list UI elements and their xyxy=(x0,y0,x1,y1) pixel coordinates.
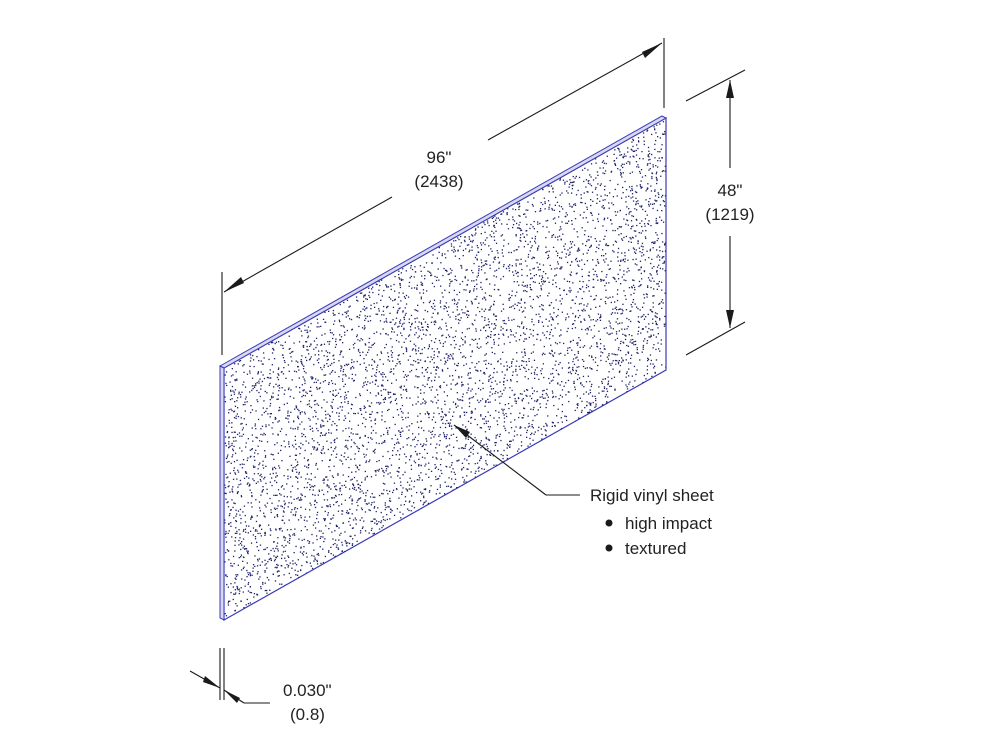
height-extension-line-bottom xyxy=(685,321,746,356)
callout-arrow xyxy=(454,425,470,438)
bullet-dot xyxy=(605,544,613,552)
height-arrow-top xyxy=(726,80,734,98)
length-dimension: 96" (2438) xyxy=(221,38,665,355)
height-secondary: (1219) xyxy=(705,205,754,224)
vinyl-sheet-panel xyxy=(218,115,668,622)
height-arrow-bottom xyxy=(726,310,734,328)
sheet-side-edge xyxy=(219,365,225,621)
callout-bullet-textured: textured xyxy=(625,539,686,558)
height-primary: 48" xyxy=(718,181,743,200)
length-dimension-line xyxy=(223,196,393,293)
sheet-texture xyxy=(224,121,666,617)
length-primary: 96" xyxy=(427,148,452,167)
length-arrow-right xyxy=(642,43,662,58)
thickness-arrow-left xyxy=(203,676,220,688)
sheet-face xyxy=(223,116,667,622)
bullet-dot xyxy=(605,519,613,527)
height-dimension: 48" (1219) xyxy=(685,69,755,356)
thickness-secondary: (0.8) xyxy=(290,705,325,724)
material-callout: Rigid vinyl sheet high impact textured xyxy=(453,424,714,558)
thickness-dimension: 0.030" (0.8) xyxy=(189,648,332,724)
height-extension-line-top xyxy=(685,69,746,102)
thickness-arrow-right xyxy=(224,690,240,703)
length-secondary: (2438) xyxy=(414,172,463,191)
thickness-primary: 0.030" xyxy=(283,681,332,700)
callout-bullet-high-impact: high impact xyxy=(625,514,712,533)
length-arrow-left xyxy=(224,277,244,292)
callout-leader xyxy=(453,424,547,496)
callout-title: Rigid vinyl sheet xyxy=(590,486,714,505)
